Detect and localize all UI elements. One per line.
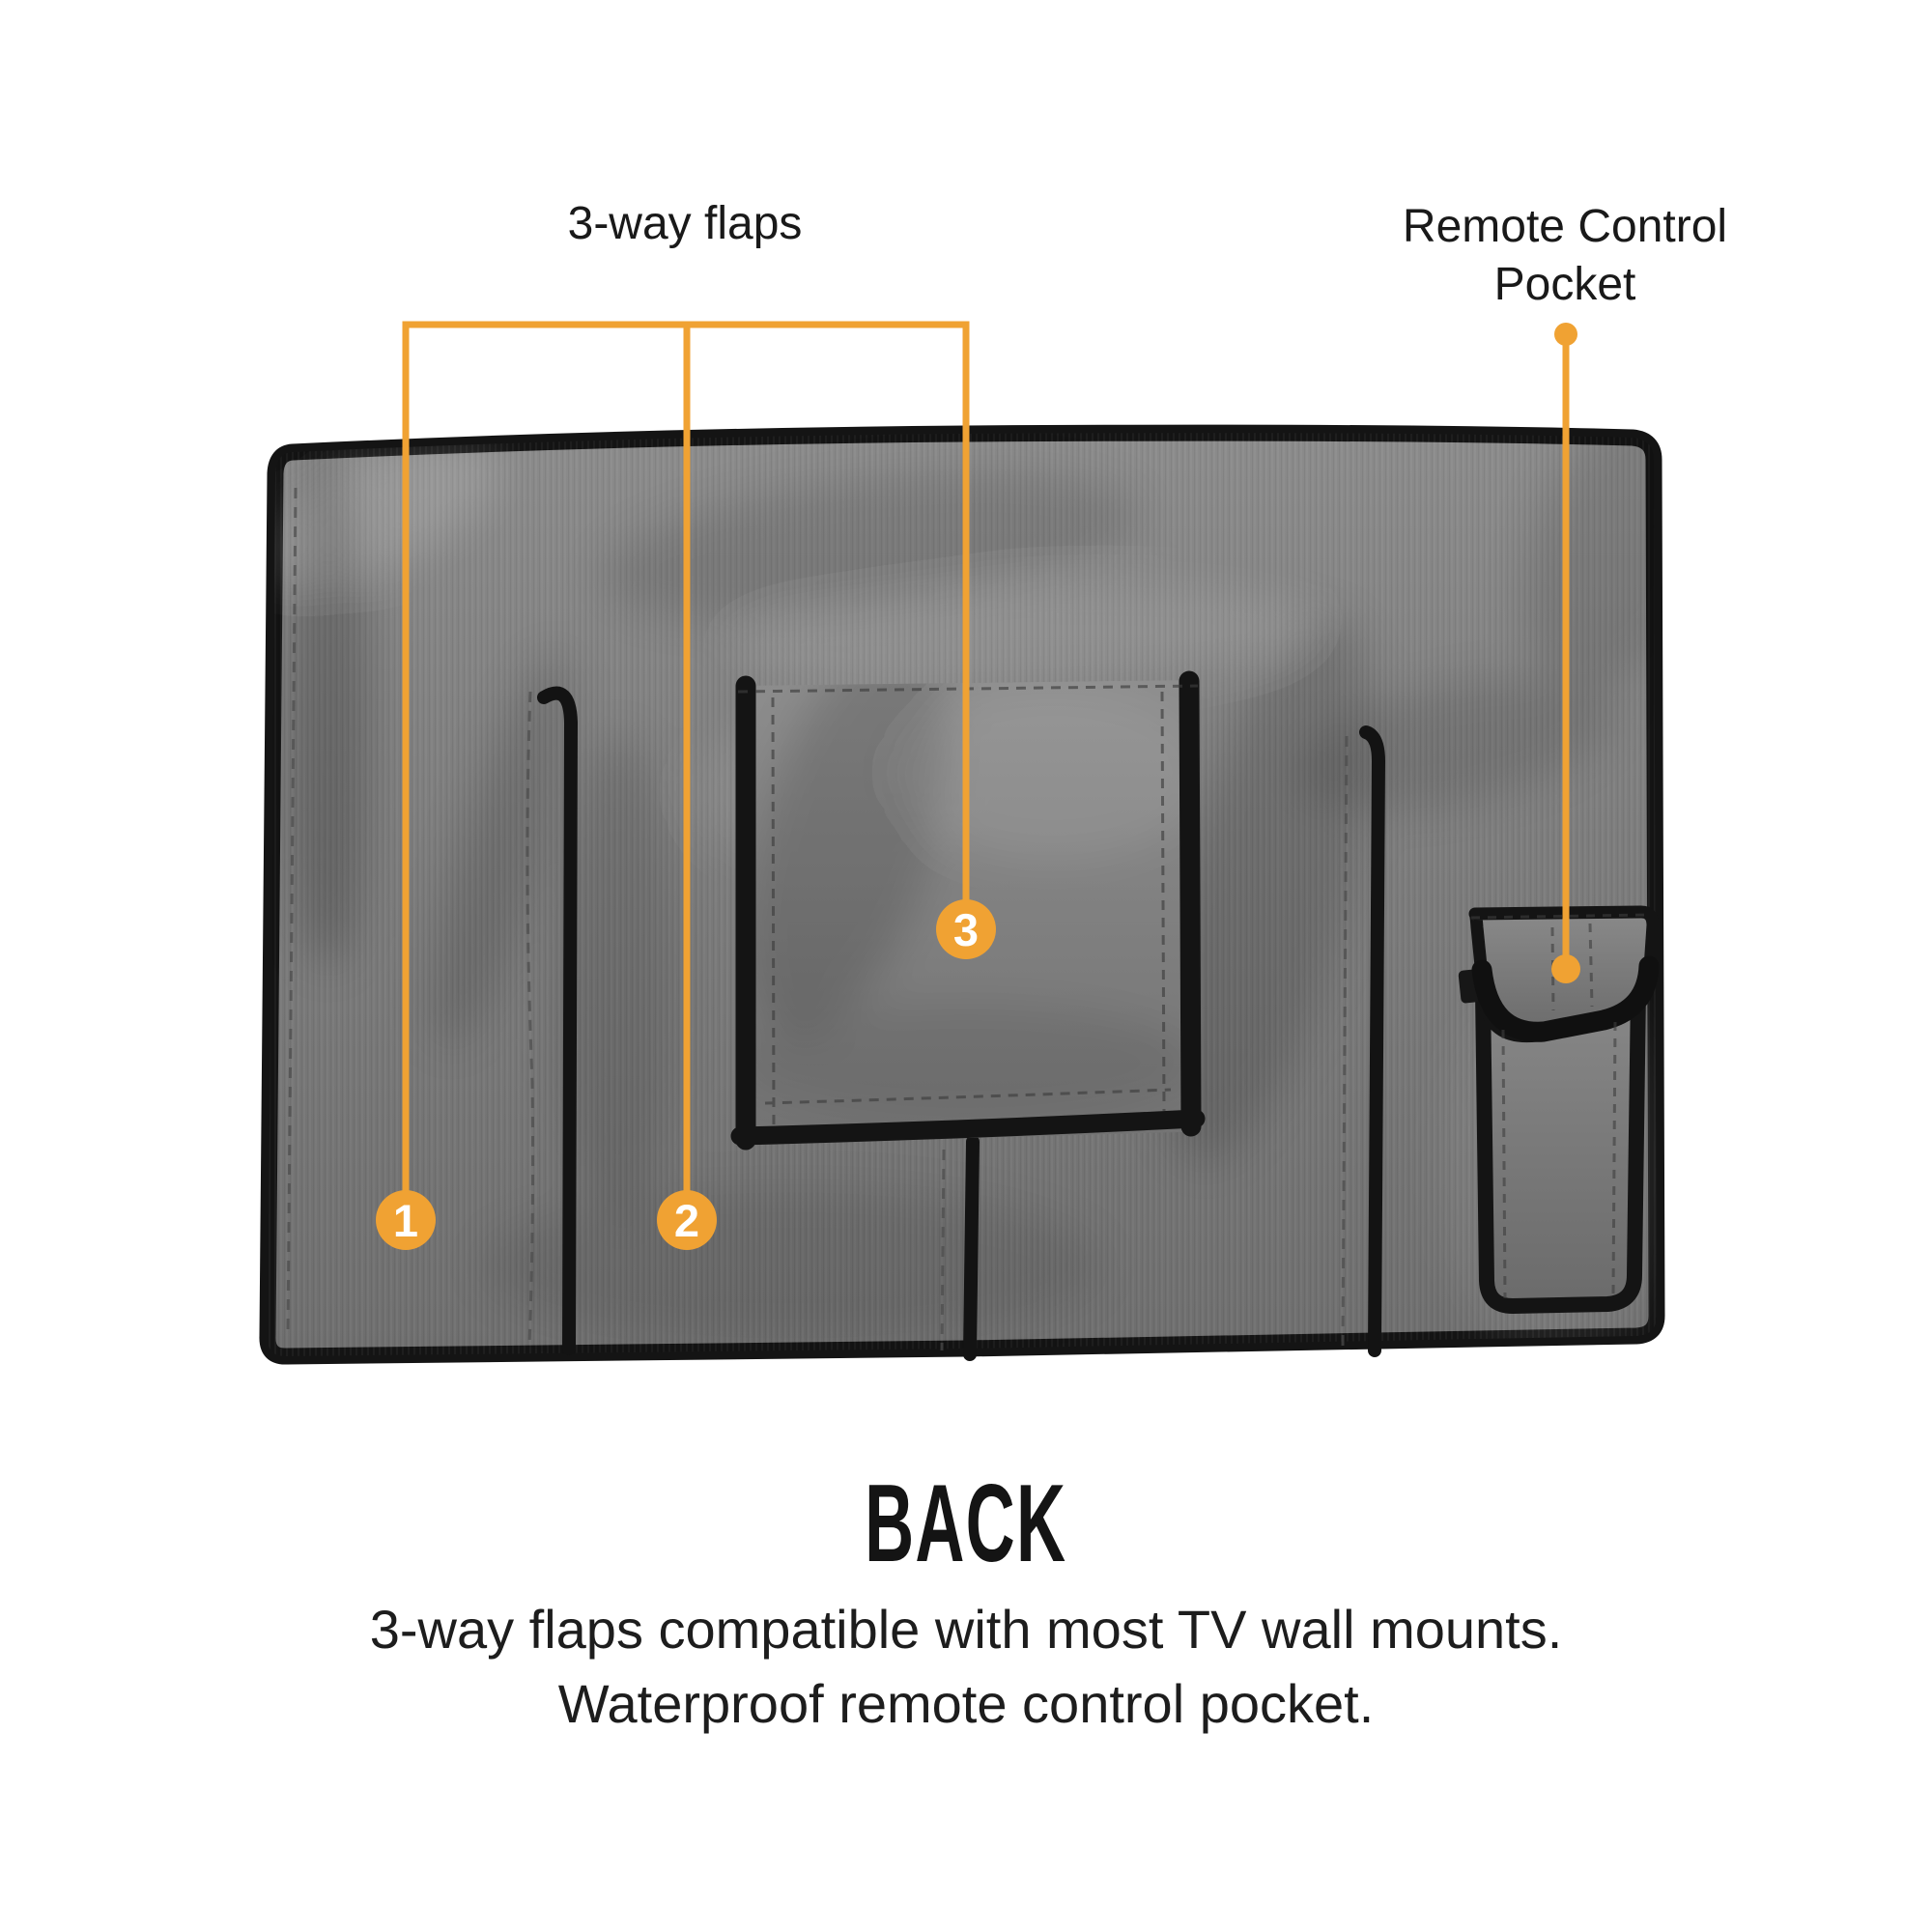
back-title: BACK [0, 1464, 1932, 1584]
marker-3-number: 3 [953, 904, 979, 955]
marker-2-circle [657, 1190, 717, 1250]
stitch-lines [286, 487, 1349, 1351]
description-line-2: Waterproof remote control pocket. [557, 1673, 1375, 1734]
center-pocket-trim [730, 670, 1206, 1151]
marker-3-circle [936, 899, 996, 959]
center-pocket-wrinkles [737, 680, 1200, 1121]
remote-pocket-flap-trim [1471, 955, 1660, 1042]
callout-annotations: 1 2 3 [376, 321, 1580, 1250]
back-title-text: BACK [865, 1463, 1067, 1585]
remote-pocket [1458, 905, 1660, 1314]
flap-seam-1 [537, 686, 579, 1355]
flaps-callout-bracket [402, 321, 970, 1198]
marker-2-number: 2 [674, 1195, 699, 1246]
description-line-1: 3-way flaps compatible with most TV wall… [369, 1599, 1563, 1660]
remote-label: Remote Control Pocket [1403, 198, 1727, 314]
remote-label-line1: Remote Control [1402, 201, 1728, 252]
product-description: 3-way flaps compatible with most TV wall… [0, 1592, 1932, 1741]
tv-cover [245, 366, 1757, 1372]
remote-pointer [1551, 323, 1580, 983]
remote-pocket-stitches [1470, 913, 1652, 1299]
flap-seam-2 [963, 1135, 980, 1361]
flaps-label: 3-way flaps [567, 198, 803, 249]
marker-1: 1 [376, 1190, 436, 1250]
flap-seam-3 [1359, 725, 1386, 1357]
marker-3: 3 [936, 899, 996, 959]
marker-1-circle [376, 1190, 436, 1250]
remote-pointer-end-dot [1551, 954, 1580, 983]
marker-1-number: 1 [393, 1195, 418, 1246]
marker-2: 2 [657, 1190, 717, 1250]
remote-label-line2: Pocket [1493, 259, 1636, 310]
flap-seams [537, 686, 1386, 1361]
